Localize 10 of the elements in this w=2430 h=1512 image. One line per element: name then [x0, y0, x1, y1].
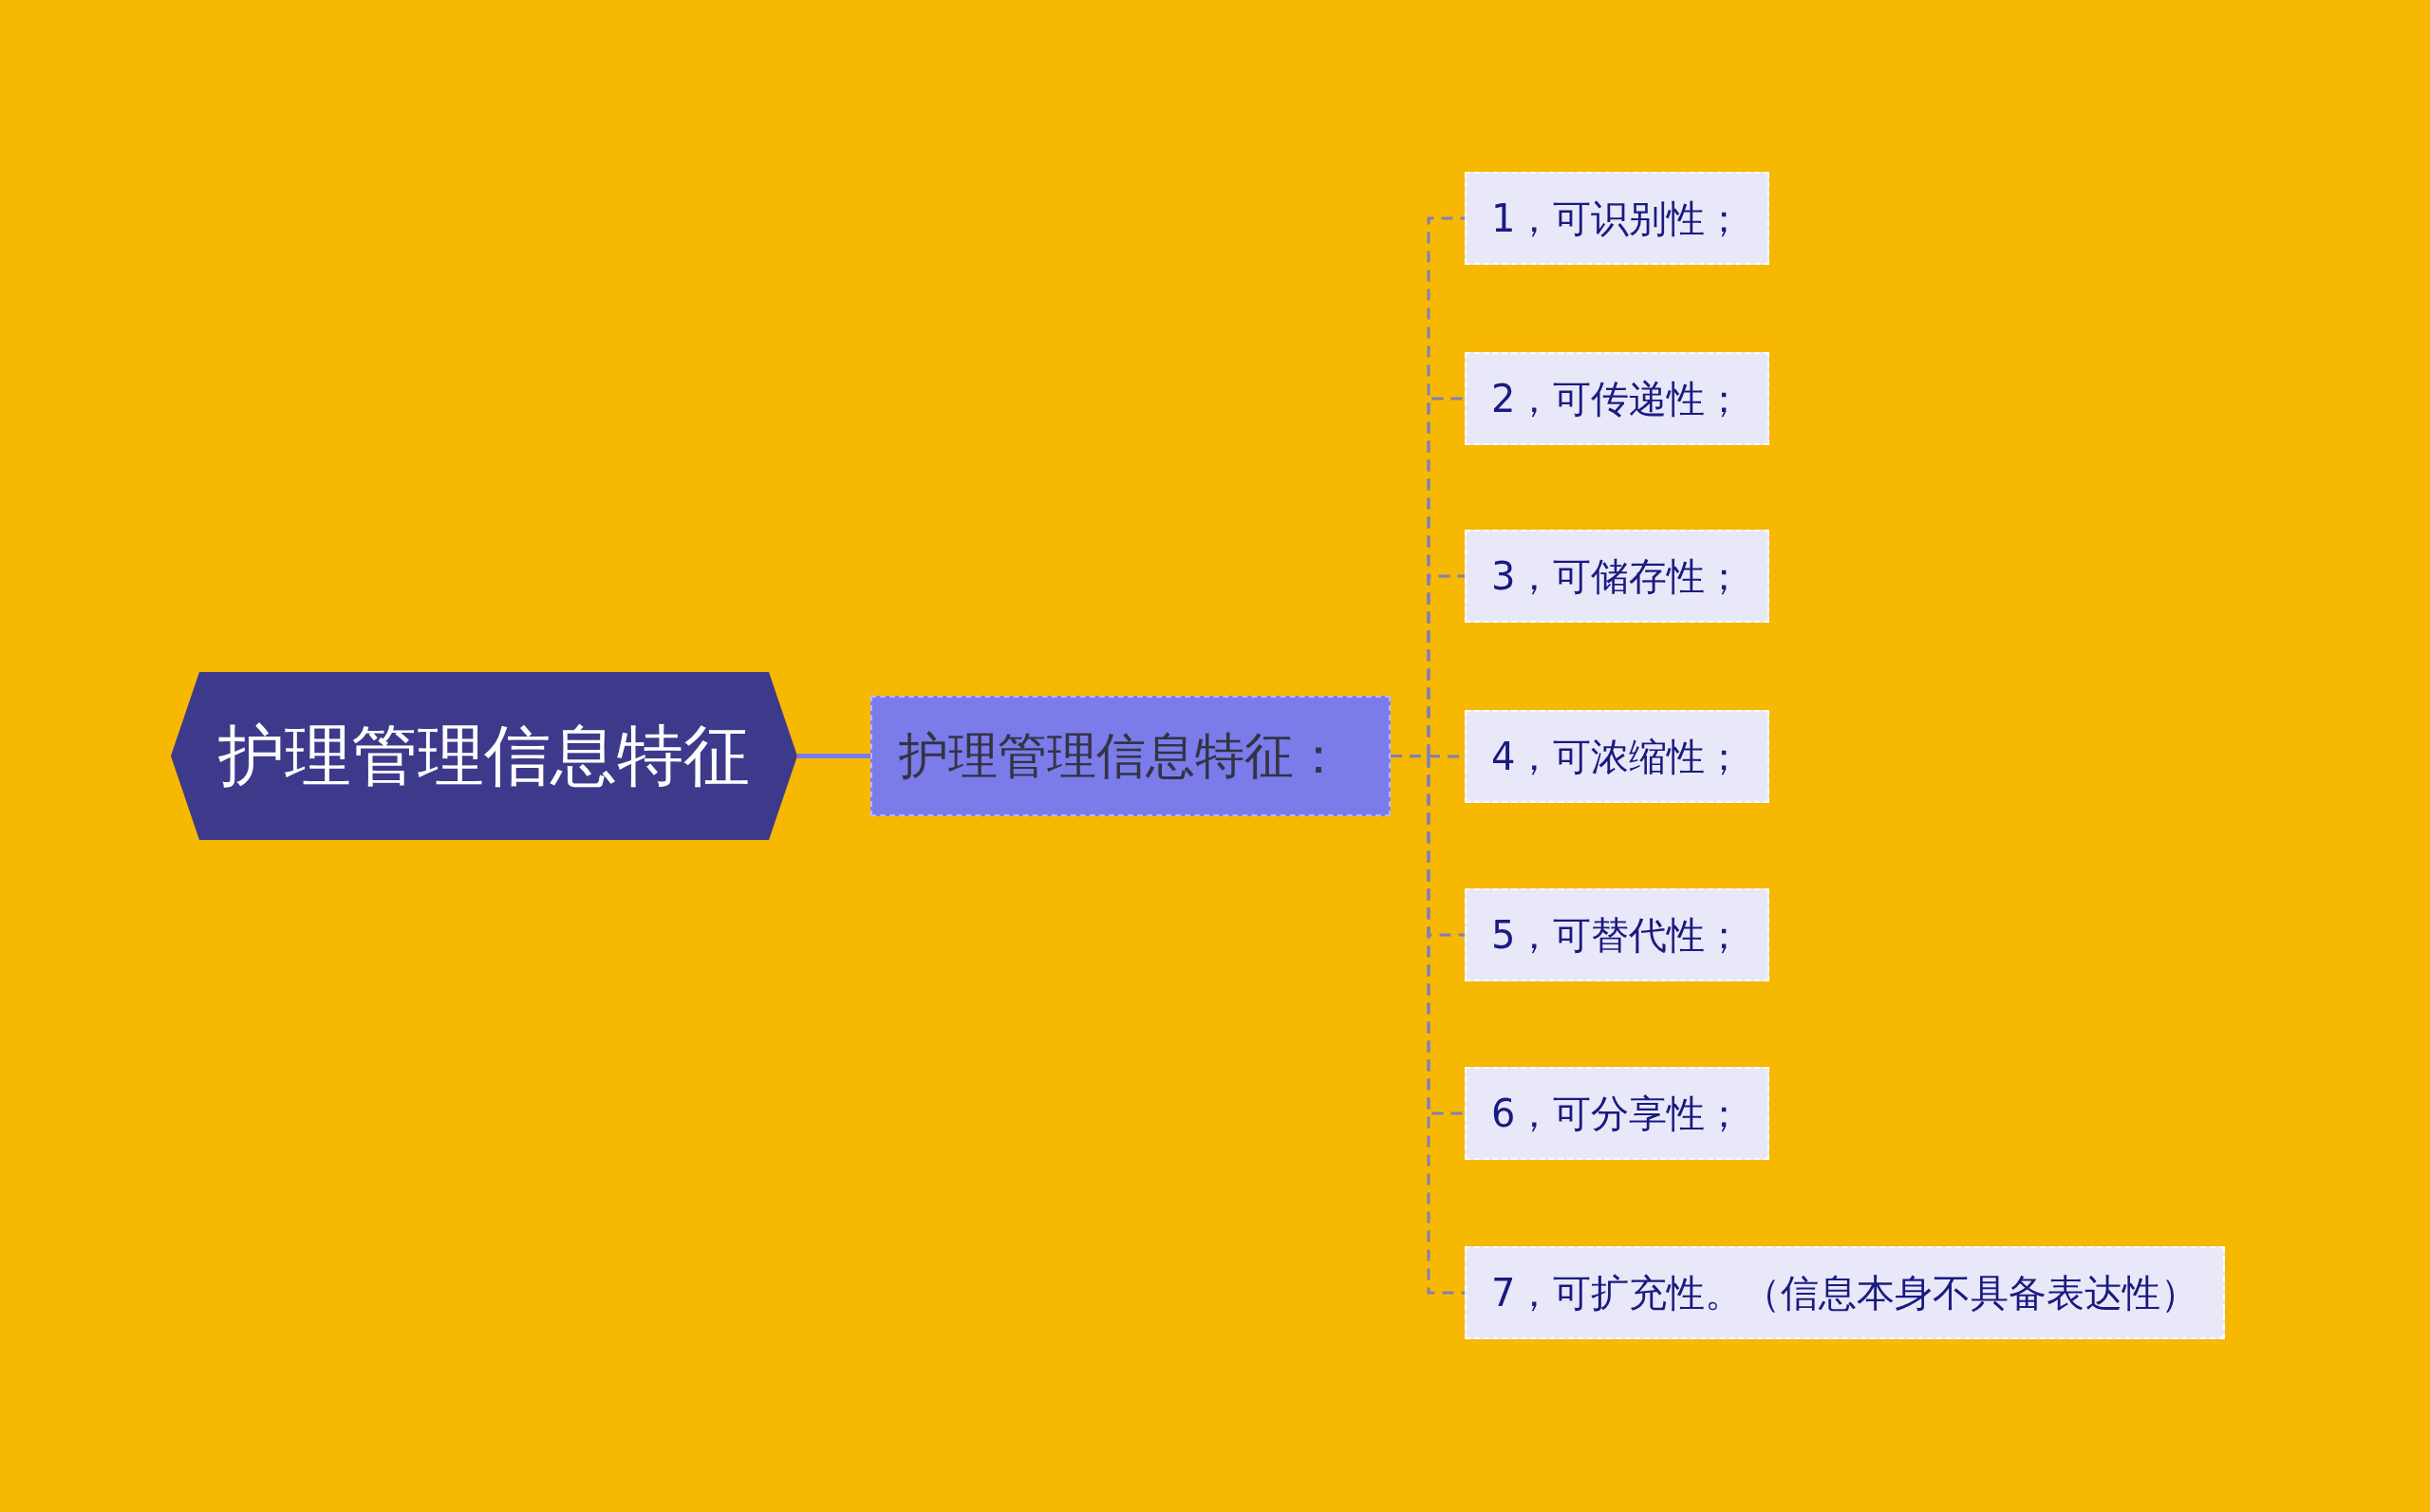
subtopic-box: 4，可浓缩性；: [1465, 710, 1770, 803]
hexagon-node: 护理管理信息特征: [171, 672, 797, 840]
topic-box: 护理管理信息特征：: [870, 696, 1391, 816]
subtopic-box: 6，可分享性；: [1465, 1067, 1770, 1160]
subtopic-box: 5，可替代性；: [1465, 888, 1770, 981]
subtopic-box: 2，可传递性；: [1465, 352, 1770, 445]
subtopic-box: 1，可识别性；: [1465, 172, 1770, 265]
subtopic-box: 3，可储存性；: [1465, 530, 1770, 623]
subtopic-box: 7，可扩充性。（信息本身不具备表达性）: [1465, 1246, 2226, 1339]
connector-line: [797, 754, 870, 758]
